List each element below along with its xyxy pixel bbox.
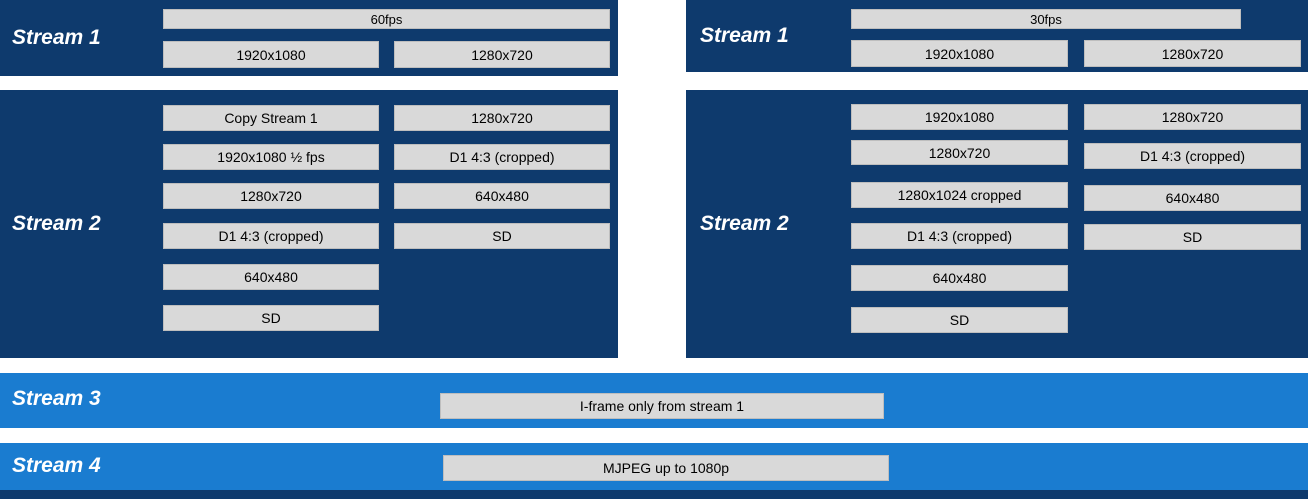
right-stream2-option-box: D1 4:3 (cropped) bbox=[851, 223, 1068, 249]
right-stream2-option-box: 1280x720 bbox=[851, 140, 1068, 165]
right-stream2-option-box: SD bbox=[851, 307, 1068, 333]
right-stream2-option-box: 1920x1080 bbox=[851, 104, 1068, 130]
left-stream1-label: Stream 1 bbox=[12, 26, 101, 49]
left-stream2-option-box: SD bbox=[163, 305, 379, 331]
stream3-option-box: I-frame only from stream 1 bbox=[440, 393, 884, 419]
stream4-option-box: MJPEG up to 1080p bbox=[443, 455, 889, 481]
left-stream2-option-box: 640x480 bbox=[163, 264, 379, 290]
left-stream2-option-box: 640x480 bbox=[394, 183, 610, 209]
stream4-label: Stream 4 bbox=[12, 454, 101, 477]
left-stream1-resolution-box: 1920x1080 bbox=[163, 41, 379, 68]
left-stream2-panel: Stream 2 Copy Stream 1 1920x1080 ½ fps 1… bbox=[0, 90, 618, 358]
right-stream1-resolution-box: 1280x720 bbox=[1084, 40, 1301, 67]
right-stream2-option-box: 640x480 bbox=[1084, 185, 1301, 211]
right-stream2-label: Stream 2 bbox=[700, 212, 789, 235]
right-stream2-option-box: 640x480 bbox=[851, 265, 1068, 291]
right-stream1-resolution-box: 1920x1080 bbox=[851, 40, 1068, 67]
right-stream1-panel: Stream 1 30fps 1920x1080 1280x720 bbox=[686, 0, 1308, 72]
right-stream2-option-box: 1280x720 bbox=[1084, 104, 1301, 130]
left-stream2-label: Stream 2 bbox=[12, 212, 101, 235]
left-stream1-fps-box: 60fps bbox=[163, 9, 610, 29]
left-stream2-option-box: D1 4:3 (cropped) bbox=[394, 144, 610, 170]
left-stream2-option-box: SD bbox=[394, 223, 610, 249]
stream3-bar: Stream 3 I-frame only from stream 1 bbox=[0, 373, 1308, 428]
bottom-panel-edge bbox=[0, 490, 1308, 499]
stream4-bar: Stream 4 MJPEG up to 1080p bbox=[0, 443, 1308, 490]
left-stream2-option-box: 1280x720 bbox=[163, 183, 379, 209]
right-stream2-option-box: D1 4:3 (cropped) bbox=[1084, 143, 1301, 169]
right-stream2-option-box: 1280x1024 cropped bbox=[851, 182, 1068, 208]
left-stream2-option-box: 1280x720 bbox=[394, 105, 610, 131]
left-stream1-resolution-box: 1280x720 bbox=[394, 41, 610, 68]
left-stream2-option-box: Copy Stream 1 bbox=[163, 105, 379, 131]
stream3-label: Stream 3 bbox=[12, 387, 101, 410]
right-stream1-label: Stream 1 bbox=[700, 24, 789, 47]
right-stream2-option-box: SD bbox=[1084, 224, 1301, 250]
left-stream2-option-box: D1 4:3 (cropped) bbox=[163, 223, 379, 249]
right-stream1-fps-box: 30fps bbox=[851, 9, 1241, 29]
left-stream1-panel: Stream 1 60fps 1920x1080 1280x720 bbox=[0, 0, 618, 76]
left-stream2-option-box: 1920x1080 ½ fps bbox=[163, 144, 379, 170]
right-stream2-panel: Stream 2 1920x1080 1280x720 1280x1024 cr… bbox=[686, 90, 1308, 358]
